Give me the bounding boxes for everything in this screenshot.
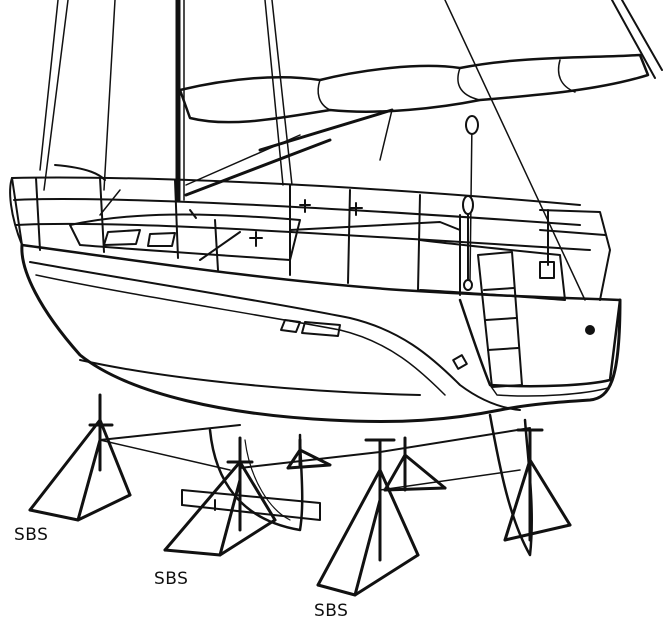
stand-label-2: SBS bbox=[154, 569, 189, 589]
boom-sail-cover bbox=[178, 53, 650, 124]
stand-label-3: SBS bbox=[314, 601, 349, 621]
rigging-lines bbox=[39, 0, 586, 301]
topping-lift bbox=[611, 0, 663, 79]
stand-3 bbox=[316, 438, 420, 597]
stand-1 bbox=[28, 393, 132, 522]
deck-cabin bbox=[69, 199, 566, 301]
keel-blocks bbox=[181, 489, 321, 521]
hull bbox=[20, 243, 622, 424]
stand-2 bbox=[163, 436, 277, 557]
stand-label-1: SBS bbox=[14, 525, 49, 545]
lifelines bbox=[9, 164, 611, 388]
stands bbox=[28, 393, 572, 597]
stand-6 bbox=[503, 428, 572, 542]
stand-4 bbox=[383, 436, 447, 492]
stand-5 bbox=[286, 438, 332, 470]
spreader bbox=[184, 108, 394, 197]
